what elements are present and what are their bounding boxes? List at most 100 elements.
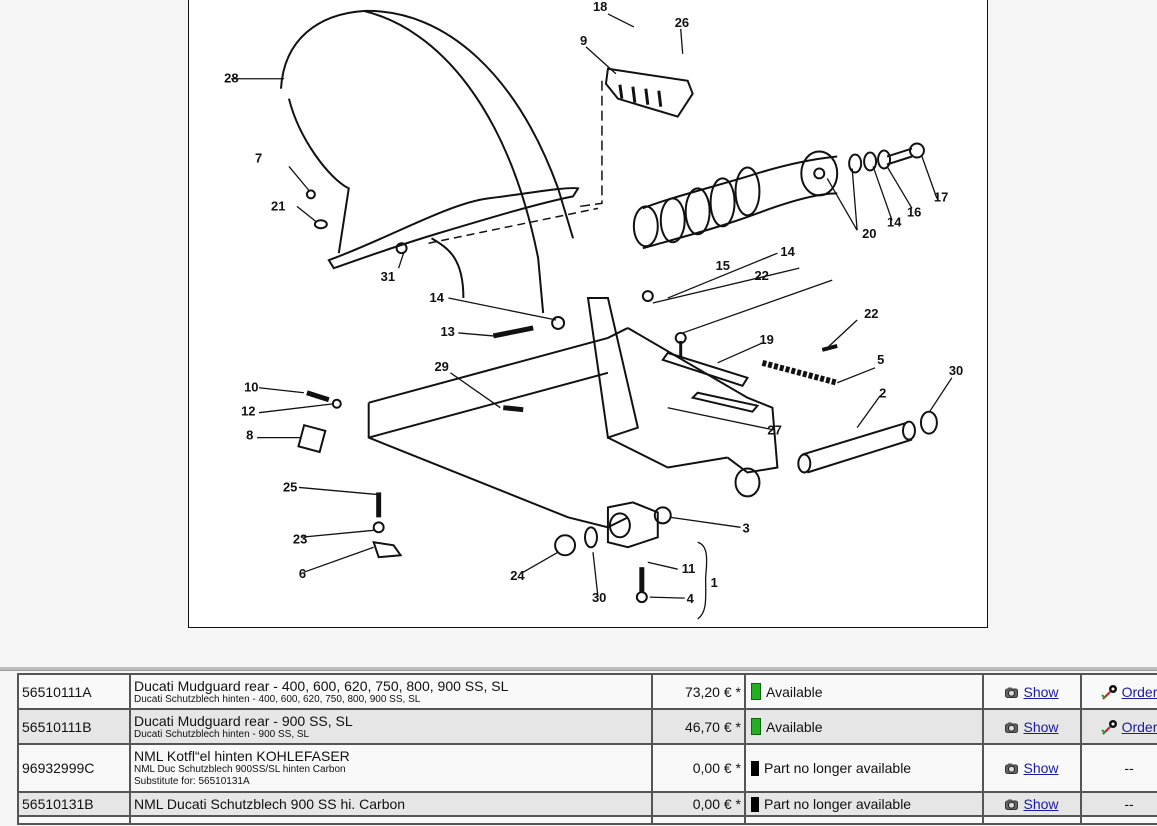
unavailable-indicator-icon xyxy=(751,797,759,812)
callout-label: 20 xyxy=(862,226,876,241)
callout-label: 30 xyxy=(592,590,606,605)
availability-cell: Available xyxy=(744,708,984,745)
callout-label: 12 xyxy=(241,404,255,419)
parts-table: 56510111A Ducati Mudguard rear - 400, 60… xyxy=(17,673,1157,825)
callout-label: 2 xyxy=(879,386,886,401)
part-subtitle: Ducati Schutzblech hinten - 900 SS, SL xyxy=(134,728,310,740)
diagram-drawing: 18 26 9 28 7 21 31 17 16 14 20 14 15 22 … xyxy=(224,0,963,620)
part-price: 0,00 € * xyxy=(651,743,746,793)
order-key-icon xyxy=(1100,684,1117,700)
part-title: NML Ducati Schutzblech 900 SS hi. Carbon xyxy=(134,796,406,812)
show-cell: Show xyxy=(982,673,1082,710)
table-cell xyxy=(17,815,131,825)
availability-status: Available xyxy=(766,684,823,700)
part-subtitle: NML Duc Schutzblech 900SS/SL hinten Carb… xyxy=(134,764,346,775)
camera-icon xyxy=(1005,722,1019,733)
mudguard-outline xyxy=(279,9,575,239)
show-cell: Show xyxy=(982,791,1082,817)
callout-label: 11 xyxy=(682,561,696,576)
callout-label: 6 xyxy=(299,566,306,581)
part-number: 56510111B xyxy=(17,708,131,745)
callout-label: 22 xyxy=(864,306,878,321)
table-row: 56510111A Ducati Mudguard rear - 400, 60… xyxy=(17,673,1157,710)
availability-status: Part no longer available xyxy=(764,796,912,812)
availability-cell: Part no longer available xyxy=(744,791,984,817)
show-cell: Show xyxy=(982,708,1082,745)
order-key-icon xyxy=(1100,719,1117,735)
callout-label: 25 xyxy=(283,479,297,494)
table-cell xyxy=(1080,815,1157,825)
show-cell: Show xyxy=(982,743,1082,793)
part-number: 56510131B xyxy=(17,791,131,817)
callout-label: 4 xyxy=(687,591,695,606)
part-subtitle: Ducati Schutzblech hinten - 400, 600, 62… xyxy=(134,693,421,705)
parts-list: 56510111A Ducati Mudguard rear - 400, 60… xyxy=(17,673,1157,825)
part-description: NML Kotfl“el hinten KOHLEFASER NML Duc S… xyxy=(129,743,653,793)
camera-icon xyxy=(1005,687,1019,698)
availability-cell: Part no longer available xyxy=(744,743,984,793)
table-row-partial xyxy=(17,815,1157,825)
order-cell: Order xyxy=(1080,708,1157,745)
callout-label: 13 xyxy=(440,324,454,339)
callout-label: 17 xyxy=(934,189,948,204)
order-unavailable: -- xyxy=(1080,743,1157,793)
table-row: 96932999C NML Kotfl“el hinten KOHLEFASER… xyxy=(17,743,1157,793)
callout-label: 14 xyxy=(887,214,902,229)
show-image-link[interactable]: Show xyxy=(1023,683,1059,700)
order-cell: Order xyxy=(1080,673,1157,710)
part-title: Ducati Mudguard rear - 900 SS, SL xyxy=(134,712,353,729)
part-description: NML Ducati Schutzblech 900 SS hi. Carbon xyxy=(129,791,653,817)
callout-label: 29 xyxy=(434,359,448,374)
callout-label: 7 xyxy=(255,150,262,165)
callout-label: 14 xyxy=(780,244,795,259)
table-cell xyxy=(744,815,984,825)
callout-label: 5 xyxy=(877,352,884,367)
table-row: 56510131B NML Ducati Schutzblech 900 SS … xyxy=(17,791,1157,817)
order-unavailable: -- xyxy=(1080,791,1157,817)
availability-status: Part no longer available xyxy=(764,760,912,776)
available-indicator-icon xyxy=(751,718,761,735)
callout-label: 24 xyxy=(510,568,525,583)
callout-label: 15 xyxy=(716,258,730,273)
camera-icon xyxy=(1005,763,1019,774)
part-substitute-note: Substitute for: 56510131A xyxy=(134,776,250,787)
callout-label: 26 xyxy=(675,15,689,30)
callout-label: 8 xyxy=(246,428,253,443)
callout-label: 3 xyxy=(743,520,750,535)
part-number: 56510111A xyxy=(17,673,131,710)
callout-label: 28 xyxy=(224,71,238,86)
part-description: Ducati Mudguard rear - 400, 600, 620, 75… xyxy=(129,673,653,710)
callout-label: 27 xyxy=(767,423,781,438)
show-image-link[interactable]: Show xyxy=(1023,796,1059,812)
order-link[interactable]: Order xyxy=(1121,683,1157,700)
availability-status: Available xyxy=(766,719,823,735)
table-row: 56510111B Ducati Mudguard rear - 900 SS,… xyxy=(17,708,1157,745)
available-indicator-icon xyxy=(751,683,761,700)
part-number: 96932999C xyxy=(17,743,131,793)
callout-label: 10 xyxy=(244,380,258,395)
order-link[interactable]: Order xyxy=(1121,718,1157,735)
table-cell xyxy=(651,815,746,825)
part-price: 0,00 € * xyxy=(651,791,746,817)
callout-label: 19 xyxy=(759,332,773,347)
part-description: Ducati Mudguard rear - 900 SS, SL Ducati… xyxy=(129,708,653,745)
show-image-link[interactable]: Show xyxy=(1023,760,1059,776)
section-divider xyxy=(0,667,1157,671)
callout-label: 30 xyxy=(949,363,963,378)
callout-label: 23 xyxy=(293,531,307,546)
part-title: NML Kotfl“el hinten KOHLEFASER xyxy=(134,748,350,764)
callout-label: 22 xyxy=(754,268,768,283)
callout-label: 31 xyxy=(381,269,395,284)
callout-label: 1 xyxy=(711,575,718,590)
callout-label: 16 xyxy=(907,204,921,219)
unavailable-indicator-icon xyxy=(751,761,759,776)
part-title: Ducati Mudguard rear - 400, 600, 620, 75… xyxy=(134,677,509,694)
callout-label: 21 xyxy=(271,198,285,213)
part-price: 73,20 € * xyxy=(651,673,746,710)
callout-label: 9 xyxy=(580,33,587,48)
show-image-link[interactable]: Show xyxy=(1023,718,1059,735)
exploded-parts-diagram: 18 26 9 28 7 21 31 17 16 14 20 14 15 22 … xyxy=(188,0,988,628)
camera-icon xyxy=(1005,799,1019,810)
callout-label: 18 xyxy=(593,0,607,14)
table-cell xyxy=(129,815,653,825)
